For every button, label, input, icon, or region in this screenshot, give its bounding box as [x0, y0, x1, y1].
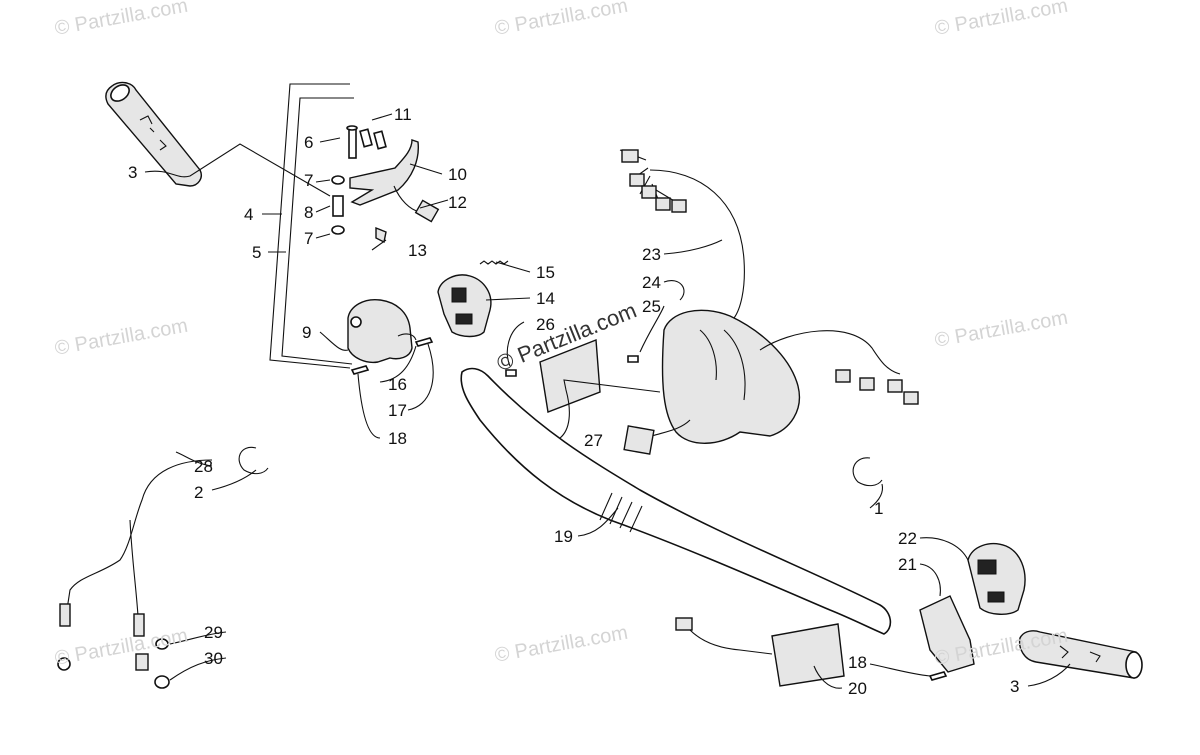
- bracket-5: [281, 97, 354, 365]
- callout-28: 28: [194, 457, 213, 476]
- callout-29: 29: [204, 623, 223, 642]
- plug-26: [505, 369, 517, 377]
- nut-30: [154, 675, 170, 689]
- throttle-cable-28: [57, 459, 213, 671]
- callout-3: 3: [128, 163, 137, 182]
- pin-6: [346, 125, 358, 159]
- screw-25: [627, 355, 639, 363]
- snap-ring-1: [852, 457, 883, 487]
- callout-10: 10: [448, 165, 467, 184]
- callout-3: 3: [1010, 677, 1019, 696]
- callout-6: 6: [304, 133, 313, 152]
- right-grip: [1018, 630, 1143, 679]
- plate-27: [539, 339, 601, 413]
- callout-22: 22: [898, 529, 917, 548]
- bracket-4: [269, 83, 351, 369]
- callout-20: 20: [848, 679, 867, 698]
- callout-24: 24: [642, 273, 661, 292]
- callout-27: 27: [584, 431, 603, 450]
- spring-15: [479, 260, 509, 265]
- sensor-12: [393, 185, 440, 223]
- switch-housing-14: [437, 274, 492, 338]
- callout-26: 26: [536, 315, 555, 334]
- callout-11: 11: [394, 105, 412, 124]
- callout-30: 30: [204, 649, 223, 668]
- callout-2: 2: [194, 483, 203, 502]
- callout-7: 7: [304, 171, 313, 190]
- callout-7: 7: [304, 229, 313, 248]
- heater-element-20: [675, 617, 845, 687]
- callout-9: 9: [302, 323, 311, 342]
- screw-18: [350, 365, 370, 375]
- callout-23: 23: [642, 245, 661, 264]
- callout-16: 16: [388, 375, 407, 394]
- leader-lines: [144, 113, 1071, 689]
- washer-7a: [331, 175, 345, 185]
- throttle-housing-9: [347, 299, 417, 364]
- callout-25: 25: [642, 297, 661, 316]
- screw-18b: [928, 671, 948, 681]
- bracket-21: [919, 595, 975, 673]
- callout-18: 18: [848, 653, 867, 672]
- bushing-8: [332, 195, 344, 217]
- snap-ring-2: [238, 446, 269, 475]
- clip-13: [375, 226, 387, 244]
- nut-29: [155, 638, 169, 650]
- wiring-harness-23: [619, 149, 745, 319]
- callout-12: 12: [448, 193, 467, 212]
- callout-4: 4: [244, 205, 253, 224]
- washer-7b: [331, 225, 345, 235]
- adjuster: [135, 653, 149, 671]
- left-grip: [105, 81, 202, 187]
- callout-19: 19: [554, 527, 573, 546]
- callout-13: 13: [408, 241, 427, 260]
- switch-housing-22: [967, 542, 1026, 615]
- callout-5: 5: [252, 243, 261, 262]
- callout-8: 8: [304, 203, 313, 222]
- callout-1: 1: [874, 499, 883, 518]
- screw-16: [414, 337, 434, 347]
- magnet-11: [359, 128, 387, 150]
- throttle-lever-10: [349, 139, 419, 206]
- callout-numbers: 3 4 5 6 7 8 7 9 10 11 12 13 14 15 16 17 …: [128, 105, 1019, 698]
- callout-17: 17: [388, 401, 407, 420]
- console-housing-24: [623, 309, 919, 455]
- callout-18: 18: [388, 429, 407, 448]
- callout-21: 21: [898, 555, 917, 574]
- callout-15: 15: [536, 263, 555, 282]
- callout-14: 14: [536, 289, 555, 308]
